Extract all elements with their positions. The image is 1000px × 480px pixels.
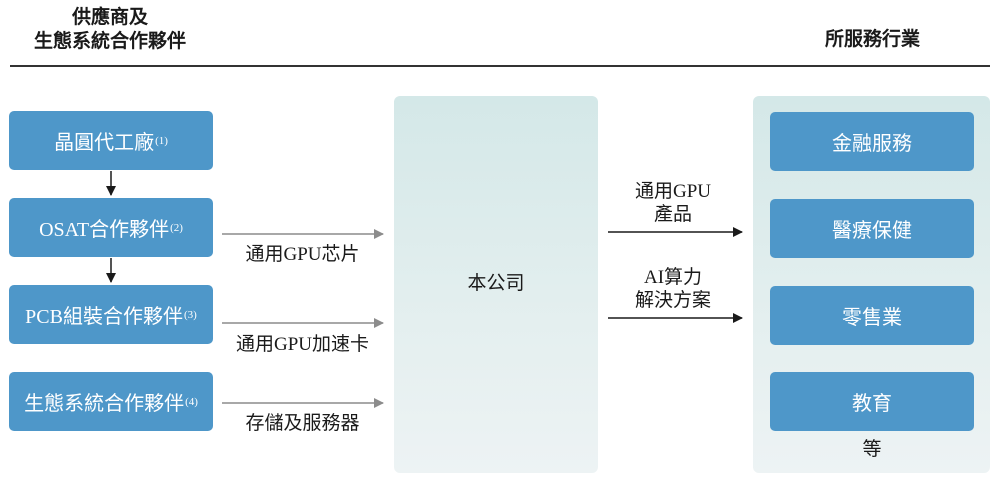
output-flow-line: 產品 [653,204,692,225]
supplier-box-ecosystem: 生態系統合作夥伴(4) [9,372,213,431]
supply-flow-label-1: 通用GPU芯片 [245,244,360,265]
company-label: 本公司 [467,273,525,294]
footnote-marker: (1) [155,134,168,147]
supplier-label: PCB組裝合作夥伴 [25,306,183,328]
left-header-line-1: 供應商及 [71,7,148,28]
supplier-box-osat: OSAT合作夥伴(2) [9,198,213,257]
industry-box-retail: 零售業 [770,286,974,345]
company-panel [394,96,598,473]
supplier-label: 晶圓代工廠 [54,132,155,154]
left-header-line-2: 生態系統合作夥伴 [33,31,186,52]
supplier-label: OSAT合作夥伴 [39,219,170,241]
supplier-label: 生態系統合作夥伴 [24,393,185,415]
output-flow-line: AI算力 [643,267,703,288]
industry-box-finance: 金融服務 [770,112,974,171]
header-divider [10,65,990,67]
footnote-marker: (4) [185,395,198,408]
industry-box-education: 教育 [770,372,974,431]
output-flow-line: 解決方案 [634,290,711,311]
output-flow-label-2: AI算力 解決方案 [598,266,748,312]
supplier-box-foundry: 晶圓代工廠(1) [9,111,213,170]
output-flow-label-1: 通用GPU 產品 [598,180,748,226]
output-flow-line: 通用GPU [634,181,711,202]
supply-flow-label-2: 通用GPU加速卡 [235,334,369,355]
footnote-marker: (3) [183,308,197,321]
industries-more-label: 等 [862,439,882,460]
left-header: 供應商及 生態系統合作夥伴 [10,6,210,54]
right-header: 所服務行業 [824,29,920,50]
industry-box-healthcare: 醫療保健 [770,199,974,258]
supplier-box-pcb: PCB組裝合作夥伴(3) [9,285,213,344]
footnote-marker: (2) [170,221,183,234]
supply-flow-label-3: 存儲及服務器 [245,413,360,434]
